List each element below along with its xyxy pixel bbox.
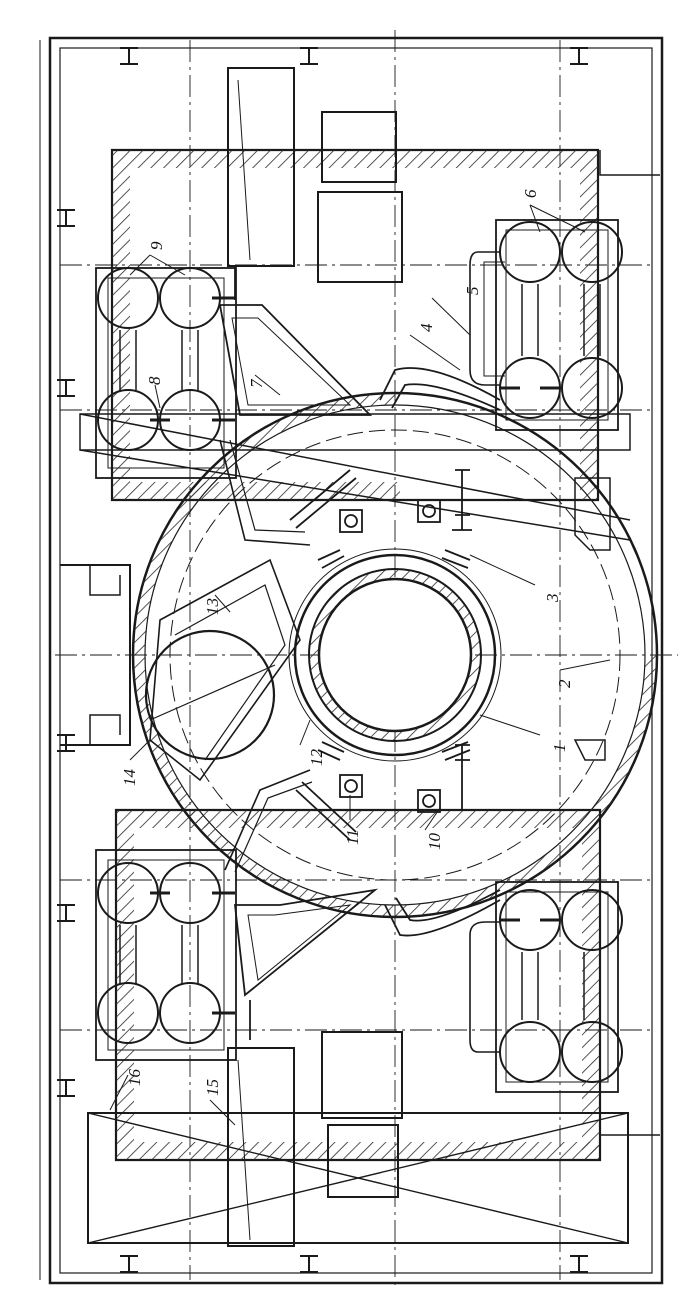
label-12: 12 xyxy=(307,749,326,767)
label-4: 4 xyxy=(417,323,436,332)
label-14: 14 xyxy=(120,769,139,787)
part-labels: 1 2 3 4 5 6 7 8 9 10 11 12 13 14 15 16 xyxy=(120,189,574,1096)
leader-lines xyxy=(109,204,611,1126)
anchor-fixtures xyxy=(289,469,472,841)
label-16: 16 xyxy=(125,1069,144,1087)
lower-foundation-block xyxy=(114,808,602,1162)
label-1: 1 xyxy=(550,744,569,753)
label-3: 3 xyxy=(543,594,562,604)
label-11: 11 xyxy=(343,829,362,845)
upper-foundation-block xyxy=(110,148,600,502)
label-5: 5 xyxy=(463,287,482,296)
wheel-group-top-right xyxy=(469,219,623,431)
inner-dashed-circle xyxy=(169,429,621,881)
transverse-band xyxy=(79,413,631,541)
label-8: 8 xyxy=(145,376,164,385)
right-side-brackets xyxy=(573,150,660,1160)
wheel-group-bottom-right xyxy=(469,881,623,1093)
bottom-equipment xyxy=(227,1031,403,1247)
label-9: 9 xyxy=(147,241,166,250)
label-13: 13 xyxy=(203,598,222,615)
triangular-guides xyxy=(218,265,379,1040)
braced-bay xyxy=(87,1112,629,1244)
frame-beam-marks xyxy=(57,47,588,1273)
label-10: 10 xyxy=(425,833,444,851)
label-2: 2 xyxy=(555,679,574,688)
label-7: 7 xyxy=(247,378,266,388)
connecting-pipes xyxy=(379,367,501,937)
top-equipment xyxy=(227,67,403,283)
label-6: 6 xyxy=(521,189,540,198)
left-side-bracket xyxy=(60,564,131,746)
wheel-group-top-left xyxy=(95,267,237,479)
central-shaft xyxy=(288,548,502,762)
turntable xyxy=(131,391,659,919)
wheel-group-bottom-left xyxy=(95,849,237,1061)
label-15: 15 xyxy=(203,1079,222,1096)
drum-assembly xyxy=(144,439,313,873)
